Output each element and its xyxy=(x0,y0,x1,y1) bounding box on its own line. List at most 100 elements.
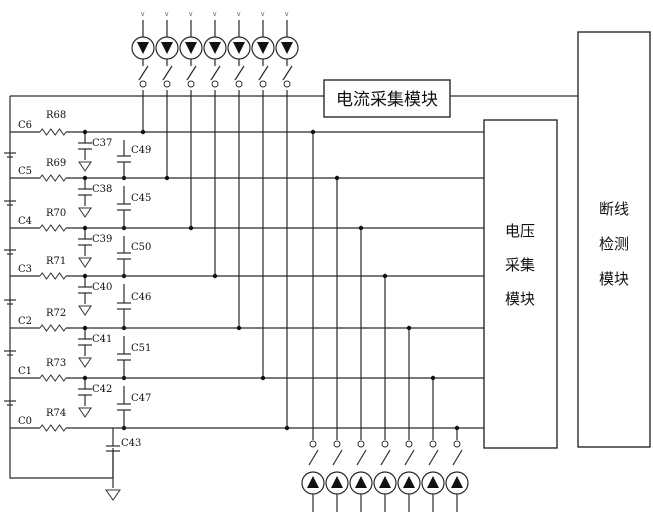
cell-label: C3 xyxy=(18,264,32,275)
junction-dot xyxy=(358,225,364,231)
ground-icon xyxy=(105,489,121,501)
ground-icon xyxy=(78,257,92,268)
bottom-source-7 xyxy=(445,440,469,512)
right-cap-label: C47 xyxy=(131,393,151,404)
resistor-label: R71 xyxy=(46,256,66,267)
cell-label: C4 xyxy=(18,216,32,227)
source-arrow-icon xyxy=(307,476,319,488)
junction-dot xyxy=(82,129,88,135)
switch-contact xyxy=(235,80,243,88)
junction-dot xyxy=(454,425,460,431)
resistor-label: R70 xyxy=(46,208,66,219)
switch-contact xyxy=(429,440,437,448)
right-cap-label: C46 xyxy=(131,292,151,303)
switch-contact xyxy=(333,440,341,448)
cell-taps: C6R68C37C49C5R69C38C45C4R70C39C50C3R71C4… xyxy=(4,90,484,440)
switch-blade xyxy=(138,65,149,81)
source-arrow-icon xyxy=(355,476,367,488)
junction-dot xyxy=(310,129,316,135)
switch-blade xyxy=(380,449,391,466)
source-mark: V xyxy=(189,12,193,18)
bottom-source-2 xyxy=(325,440,349,512)
right-cap-label: C50 xyxy=(131,242,151,253)
source-arrow-icon xyxy=(427,476,439,488)
top-source-5: V xyxy=(227,12,251,88)
switch-blade xyxy=(282,65,293,81)
junction-dot xyxy=(82,175,88,181)
junction-dot xyxy=(236,325,242,331)
source-arrow-icon xyxy=(161,42,173,54)
source-arrow-icon xyxy=(185,42,197,54)
junction-dot xyxy=(164,175,170,181)
right-cap-label: C49 xyxy=(131,145,151,156)
junction-dot xyxy=(334,175,340,181)
break-detection-module: 断线 检测 模块 xyxy=(577,31,651,448)
junction-dot xyxy=(260,375,266,381)
bottom-source-array xyxy=(301,440,469,512)
left-cap-label: C42 xyxy=(92,384,112,395)
junction-dot xyxy=(188,225,194,231)
cell-label: C1 xyxy=(18,366,32,377)
bottom-source-1 xyxy=(301,440,325,512)
switch-contact xyxy=(187,80,195,88)
junction-dot xyxy=(82,325,88,331)
resistor-label: R74 xyxy=(46,408,66,419)
junction-dot xyxy=(140,129,146,135)
switch-blade xyxy=(452,449,463,466)
source-arrow-icon xyxy=(233,42,245,54)
switch-blade xyxy=(258,65,269,81)
voltage-module-line2: 采集 xyxy=(505,256,535,274)
source-mark: V xyxy=(285,12,289,18)
source-mark: V xyxy=(213,12,217,18)
current-module-label: 电流采集模块 xyxy=(336,90,438,110)
switch-blade xyxy=(234,65,245,81)
resistor-symbol xyxy=(39,324,67,332)
source-mark: V xyxy=(165,12,169,18)
switch-contact xyxy=(139,80,147,88)
ground-icon xyxy=(78,207,92,218)
switch-blade xyxy=(210,65,221,81)
right-cap-label: C45 xyxy=(131,193,151,204)
source-arrow-icon xyxy=(379,476,391,488)
bottom-cap-group: C43 xyxy=(105,428,141,501)
top-source-4: V xyxy=(203,12,227,88)
source-arrow-icon xyxy=(403,476,415,488)
ground-icon xyxy=(78,357,92,368)
switch-blade xyxy=(356,449,367,466)
junction-dot xyxy=(82,273,88,279)
junction-dot xyxy=(406,325,412,331)
bottom-source-4 xyxy=(373,440,397,512)
resistor-symbol xyxy=(39,374,67,382)
break-module-line3: 模块 xyxy=(599,270,629,288)
voltage-module-line1: 电压 xyxy=(505,222,535,240)
bottom-source-5 xyxy=(397,440,421,512)
switch-blade xyxy=(162,65,173,81)
junction-dot xyxy=(382,273,388,279)
resistor-symbol xyxy=(39,174,67,182)
switch-blade xyxy=(332,449,343,466)
cell-label: C6 xyxy=(18,120,32,131)
switch-blade xyxy=(186,65,197,81)
left-cap-label: C39 xyxy=(92,234,112,245)
switch-blade xyxy=(428,449,439,466)
top-source-6: V xyxy=(251,12,275,88)
switch-contact xyxy=(163,80,171,88)
resistor-label: R69 xyxy=(46,158,66,169)
switch-contact xyxy=(453,440,461,448)
cell-label: C5 xyxy=(18,166,32,177)
resistor-label: R68 xyxy=(46,110,66,121)
switch-contact xyxy=(381,440,389,448)
ground-icon xyxy=(78,407,92,418)
voltage-acquisition-module: 电压 采集 模块 xyxy=(483,119,558,449)
left-cap-label: C40 xyxy=(92,282,112,293)
source-arrow-icon xyxy=(209,42,221,54)
bottom-source-3 xyxy=(349,440,373,512)
source-arrow-icon xyxy=(331,476,343,488)
cell-label: C0 xyxy=(18,416,32,427)
resistor-label: R73 xyxy=(46,358,66,369)
